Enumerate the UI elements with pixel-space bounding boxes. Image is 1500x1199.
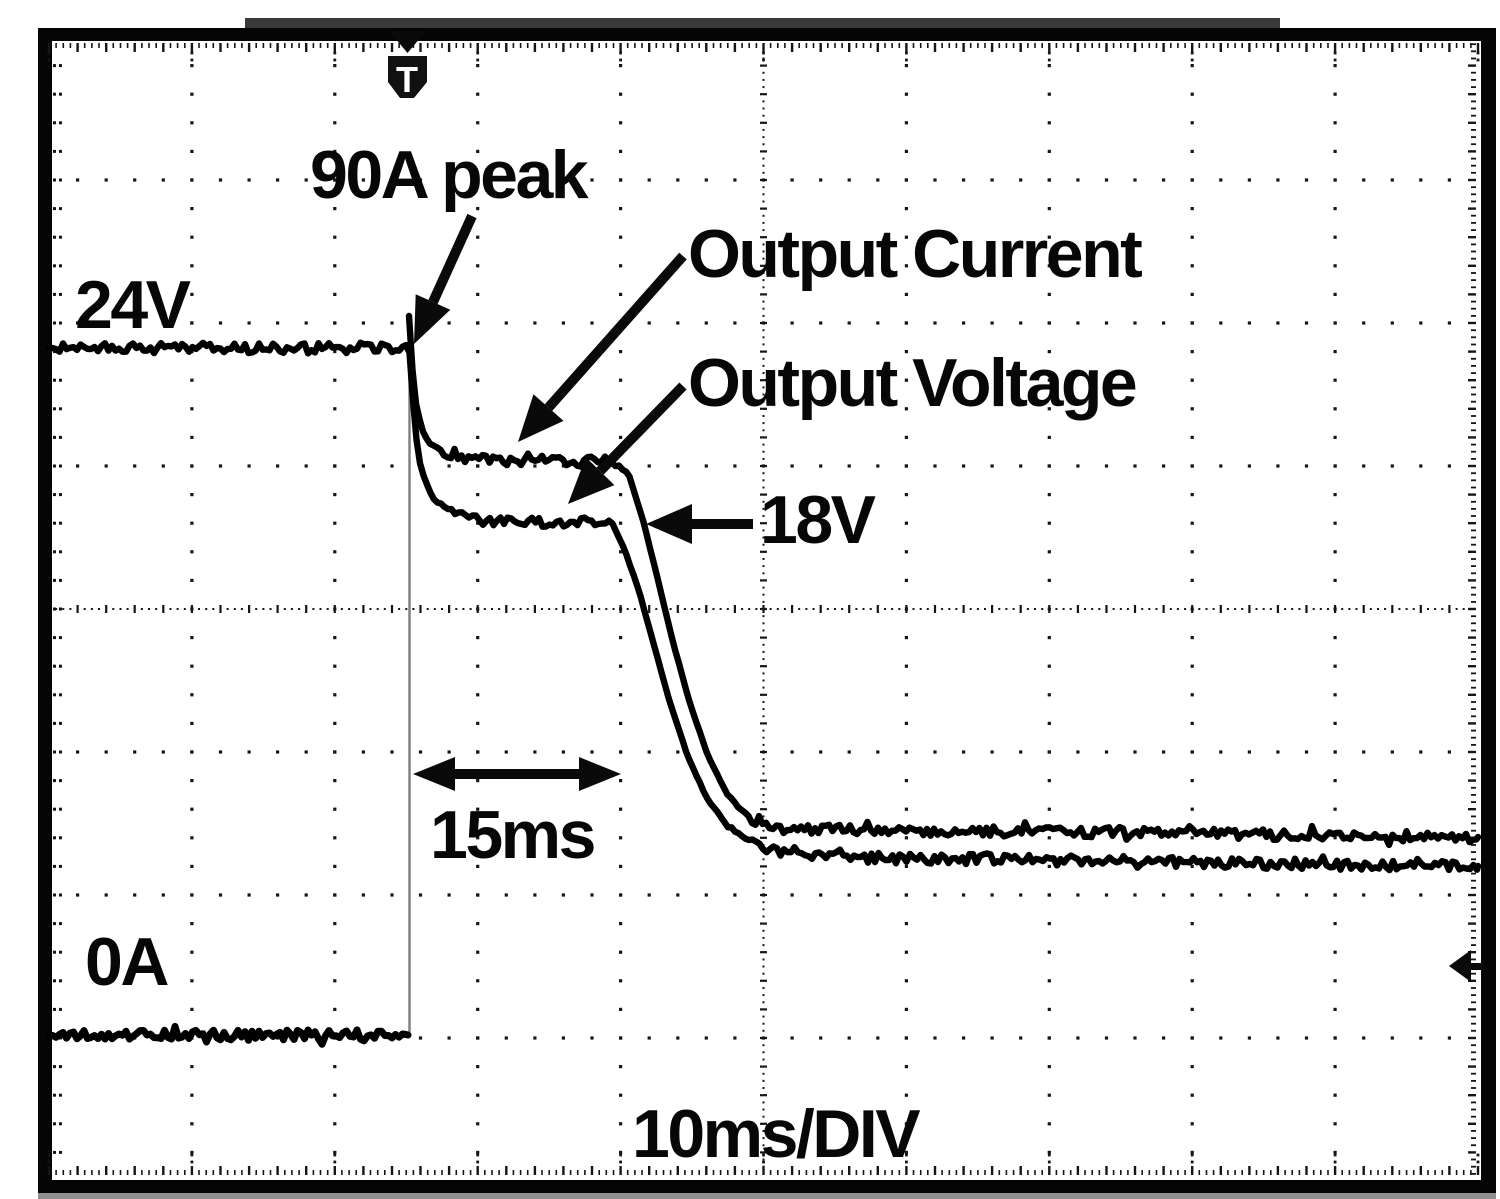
label-output-current: Output Current [688, 216, 1142, 292]
trigger-arrow-icon [389, 31, 426, 53]
plot-border-left [38, 28, 52, 1192]
trigger-badge-letter: T [396, 59, 418, 100]
trigger-badge-icon [388, 56, 427, 98]
trace-output-voltage [45, 339, 1482, 874]
arrow-90a-peak [414, 213, 477, 344]
arrow-15ms-span [413, 757, 621, 791]
label-timebase: 10ms/DIV [632, 1096, 920, 1172]
graticule-grid [47, 43, 1480, 1175]
label-output-voltage: Output Voltage [688, 345, 1136, 421]
label-0a: 0A [85, 924, 168, 1000]
trigger-position-marker: T [388, 31, 427, 100]
plot-border-top [38, 28, 1496, 41]
arrow-output-voltage [568, 382, 687, 504]
label-18v: 18V [760, 482, 876, 558]
waveform-traces [45, 312, 1482, 1048]
trace-output-current [405, 312, 1482, 849]
trace-current-pre-trigger-0a [45, 1022, 412, 1048]
plot-border-bottom [38, 1180, 1496, 1193]
arrow-output-current [518, 252, 687, 442]
bottom-edge-strip [38, 1193, 1496, 1199]
plot-border-right [1481, 28, 1496, 1192]
label-15ms: 15ms [430, 797, 595, 873]
arrow-18v [646, 504, 753, 544]
right-edge-marker-icon [1449, 950, 1484, 982]
label-24v: 24V [75, 267, 191, 343]
label-90a-peak: 90A peak [310, 137, 589, 213]
